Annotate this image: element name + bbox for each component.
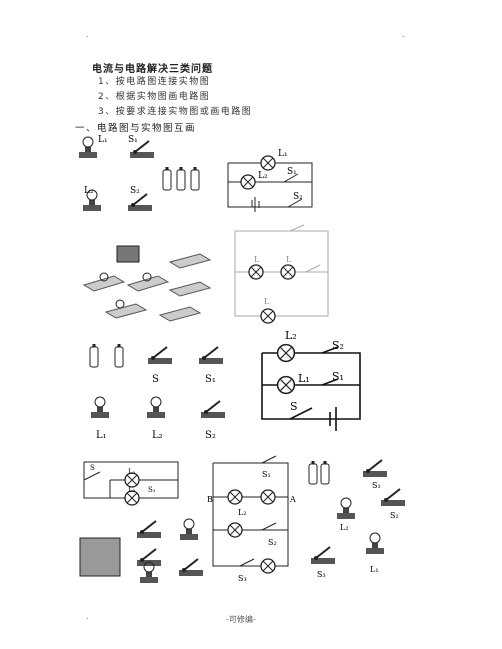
circuit-label: S: [90, 464, 95, 472]
part-label: L₁: [98, 135, 108, 145]
footer-text: -可修编-: [226, 615, 256, 624]
switch-icon: [178, 558, 204, 577]
part-label: S₁: [205, 374, 216, 385]
section-heading: 一、电路图与实物图互画: [75, 123, 197, 134]
battery-icon: [320, 460, 330, 485]
fig4-circuit-mid: [212, 455, 289, 567]
circuit-label: S₂: [293, 192, 303, 202]
circuit-label: S₁: [262, 470, 271, 479]
circuit-label: L₂: [238, 508, 247, 517]
battery-icon: [89, 343, 99, 368]
switch-icon: [147, 346, 173, 365]
fig2-parts: [82, 245, 212, 322]
circuit-label: S₁: [148, 486, 156, 494]
corner-dot: .: [402, 30, 405, 39]
switch-icon: [136, 548, 162, 567]
circuit-label: L: [264, 297, 270, 306]
switch-icon: [198, 346, 224, 365]
circuit-label: L: [254, 255, 260, 264]
circuit-label: L₁: [278, 149, 288, 159]
circuit-label: L₂: [285, 329, 297, 342]
part-label: S: [152, 374, 159, 385]
footer-dot: .: [86, 612, 89, 621]
part-label: S₂: [390, 511, 399, 520]
switch-icon: [200, 400, 226, 419]
part-label: S₂: [205, 430, 216, 441]
bulb-holder-icon: [78, 136, 98, 159]
fig1-parts: L₁ S₁ L₂ S₂: [78, 135, 200, 212]
battery-icon: [190, 166, 200, 191]
part-label: S₁: [372, 481, 381, 490]
list-item: 2、根据实物图画电路图: [98, 92, 211, 102]
switch-icon: [362, 459, 388, 478]
circuit-label: S₂: [268, 538, 277, 547]
list-item: 3、按要求连接实物图或画电路图: [98, 107, 253, 117]
list-item: 1、按电路图连接实物图: [98, 77, 211, 87]
circuit-label: L₂: [128, 486, 136, 494]
circuit-label: L₂: [258, 171, 268, 181]
circuit-label: L₁: [128, 468, 136, 476]
fig4-parts-left: [79, 518, 204, 584]
circuit-label: A: [289, 495, 296, 504]
battery-icon: [308, 460, 318, 485]
circuit-label: S₁: [332, 370, 344, 383]
part-label: L₁: [96, 430, 107, 441]
part-label: L₁: [370, 565, 379, 574]
fig3-circuit: [261, 346, 361, 431]
circuit-label: S: [290, 400, 298, 413]
page-title: 电流与电路解决三类问题: [92, 64, 213, 75]
part-label: L₂: [340, 523, 349, 532]
switch-icon: [310, 546, 336, 565]
fig4-circuit-left: [83, 461, 179, 499]
battery-icon: [176, 166, 186, 191]
corner-dot: .: [86, 30, 89, 39]
circuit-label: L: [286, 255, 292, 264]
circuit-label: L₁: [298, 372, 310, 385]
part-label: L₂: [152, 430, 163, 441]
switch-icon: [380, 488, 406, 507]
switch-icon: [127, 193, 153, 212]
part-label: S₂: [130, 186, 140, 196]
circuit-label: S₁: [287, 167, 297, 177]
bulb-holder-icon: [146, 396, 166, 419]
circuit-label: S₂: [332, 339, 344, 352]
bulb-holder-icon: [336, 497, 356, 520]
switch-icon: [136, 520, 162, 539]
battery-icon: [114, 343, 124, 368]
part-label: S₃: [317, 570, 326, 579]
circuit-label: B: [207, 495, 213, 504]
part-label: S₁: [128, 135, 138, 145]
battery-icon: [162, 166, 172, 191]
circuit-label: S₃: [238, 574, 247, 583]
bulb-holder-icon: [90, 396, 110, 419]
bulb-holder-icon: [365, 532, 385, 555]
bulb-holder-icon: [179, 518, 199, 541]
part-label: L₂: [84, 186, 94, 196]
